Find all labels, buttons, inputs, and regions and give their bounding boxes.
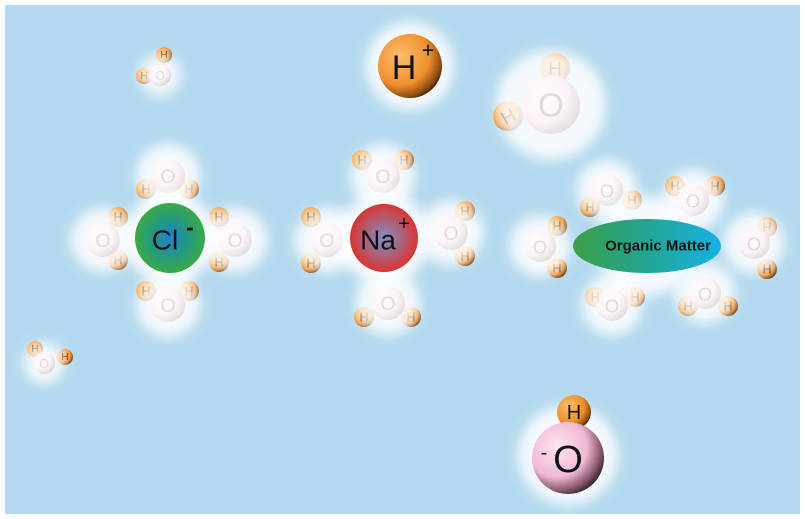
chloride-label: Cl [152, 225, 178, 256]
hydroxide-oxygen-atom [532, 422, 604, 494]
halo [723, 212, 785, 274]
organic-matter [573, 219, 721, 273]
hydrogen-ion-charge: + [422, 38, 435, 63]
sodium-charge: + [398, 213, 410, 235]
hydrogen-label: H [61, 352, 68, 363]
halo [70, 207, 136, 273]
sodium-ion [350, 204, 418, 272]
organic-matter-label: Organic Matter [605, 238, 711, 255]
hydrogen-ion [378, 34, 442, 98]
hydroxide-oxygen-label: O [553, 439, 583, 481]
halo [674, 262, 736, 324]
chloride-charge: - [186, 215, 194, 242]
hydroxide-bond-label: - [541, 442, 548, 464]
hydrogen-ion-label: H [392, 49, 417, 87]
halo [509, 215, 571, 277]
sodium-label: Na [360, 225, 396, 256]
halo [418, 200, 484, 266]
halo [135, 143, 201, 209]
hydroxide-hydrogen-atom [557, 395, 591, 429]
halo [135, 272, 201, 338]
hydroxide-hydrogen-label: H [567, 402, 581, 424]
halo [139, 54, 181, 96]
halo [202, 207, 268, 273]
chloride-ion [135, 203, 205, 273]
halo [495, 49, 607, 161]
halo [355, 270, 421, 336]
halo [350, 143, 416, 209]
halo [23, 342, 65, 384]
